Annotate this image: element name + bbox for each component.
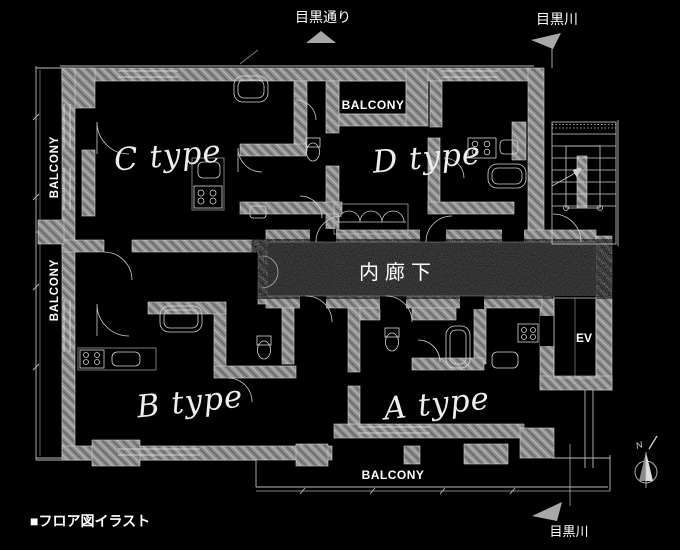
fixtures [77,75,539,371]
road-arrow-icon [306,31,336,43]
river-arrow-bottom-icon [532,502,562,521]
inner-corridor [268,241,596,297]
balcony-details [333,80,409,235]
road-label-top: 目黒通り [295,9,351,25]
balcony-label-top: BALCONY [342,98,405,112]
windows [63,70,498,456]
river-label-bottom: 目黒川 [549,524,588,539]
staircase [551,121,617,245]
elevator-label: EV [576,331,592,345]
river-arrow-top-icon [531,33,561,49]
compass-n-label: N [635,439,645,451]
elevator-shaft [553,297,597,379]
corridor-label: 内廊下 [359,260,437,284]
balcony-label-left-lower: BALCONY [49,259,61,321]
balcony-label-bottom: BALCONY [362,468,425,482]
river-label-top: 目黒川 [536,11,578,27]
balcony-label-left-upper: BALCONY [49,136,61,198]
boundary-lines [32,47,619,506]
caption-label: ■フロア図イラスト [30,513,150,529]
compass-icon: N [634,435,658,488]
direction-arrows [306,31,562,521]
door-arcs [96,99,582,403]
